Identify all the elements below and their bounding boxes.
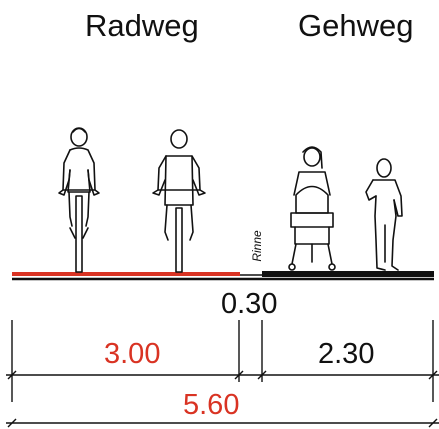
dimension-lines [6, 320, 439, 428]
heading-bike-path: Radweg [85, 8, 199, 43]
gutter-label: Rinne [250, 230, 264, 262]
heading-footpath: Gehweg [298, 8, 414, 43]
cyclist-front-icon [58, 127, 100, 273]
cyclist-back-icon [152, 129, 206, 273]
dim-footpath-width: 2.30 [318, 338, 375, 370]
dim-gutter-width: 0.30 [221, 288, 278, 320]
pedestrian-with-stroller-icon [288, 146, 336, 271]
pedestrian-icon [365, 158, 403, 271]
footpath-curb [262, 271, 434, 277]
dim-total-width: 5.60 [183, 389, 240, 421]
dim-bike-path-width: 3.00 [104, 338, 161, 370]
